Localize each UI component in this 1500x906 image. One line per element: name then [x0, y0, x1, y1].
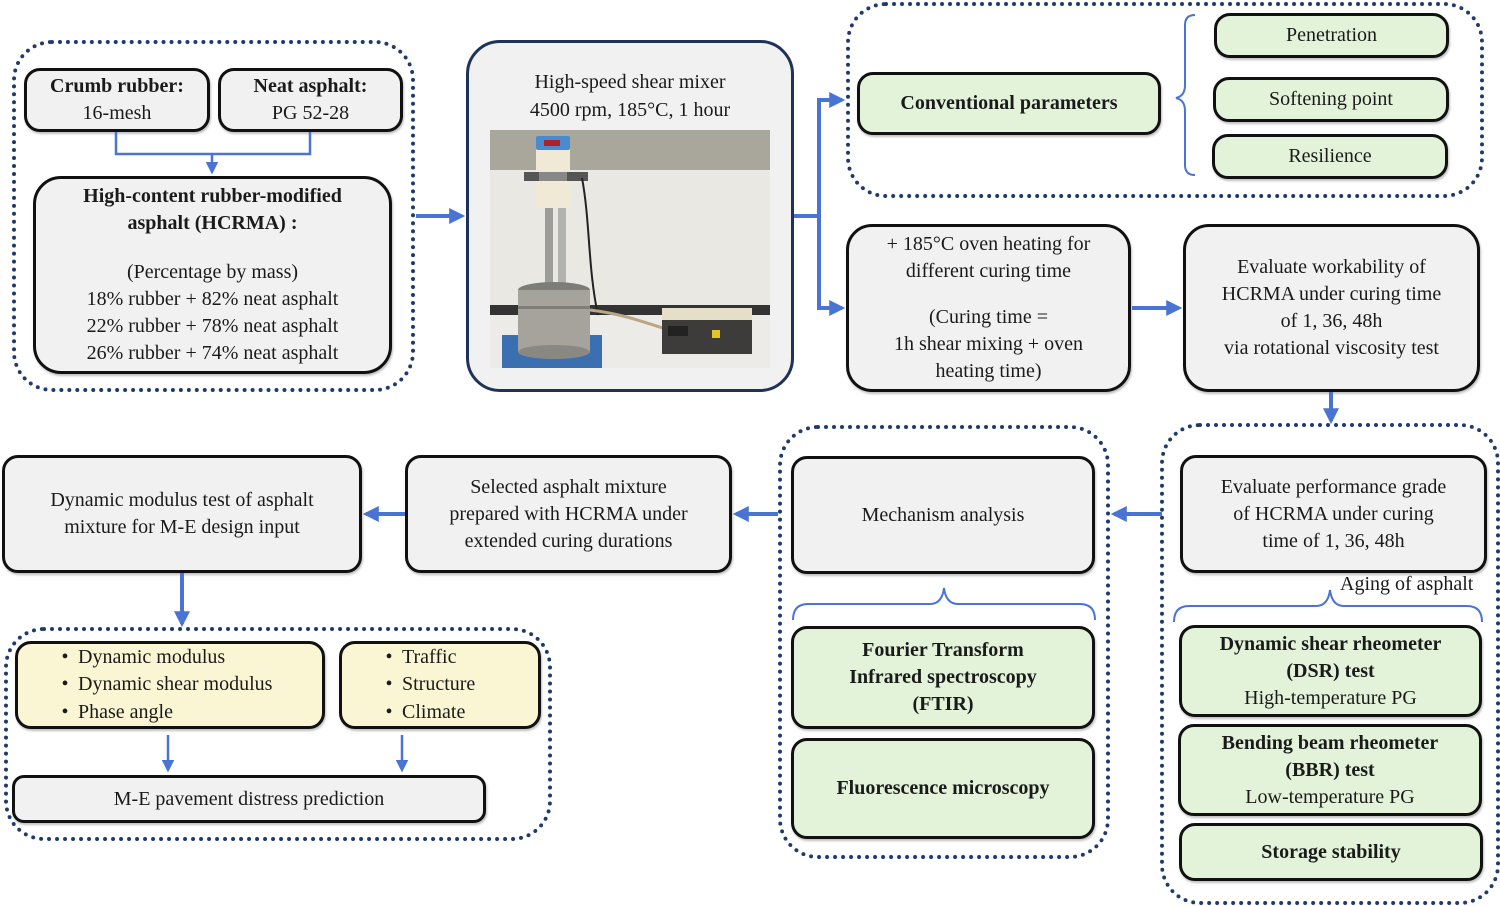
mixture-line1: Selected asphalt mixture	[470, 475, 667, 498]
material-inputs-list: •Dynamic modulus •Dynamic shear modulus …	[52, 644, 272, 727]
mechanism-analysis-box: Mechanism analysis	[791, 456, 1095, 574]
fluorescence-box: Fluorescence microscopy	[791, 738, 1095, 839]
conventional-parameters-box: Conventional parameters	[857, 72, 1161, 135]
hcrma-title-line1: High-content rubber-modified	[83, 185, 342, 207]
workability-line1: Evaluate workability of	[1237, 256, 1426, 278]
workability-box: Evaluate workability of HCRMA under curi…	[1183, 224, 1480, 392]
dynamic-modulus-test-box: Dynamic modulus test of asphalt mixture …	[2, 455, 362, 573]
performance-line3: time of 1, 36, 48h	[1262, 529, 1405, 552]
site-inputs-box: •Traffic •Structure •Climate	[339, 641, 541, 729]
oven-line1: + 185°C oven heating for	[886, 233, 1091, 255]
shear-mixer-caption: High-speed shear mixer 4500 rpm, 185°C, …	[466, 68, 794, 124]
penetration-box: Penetration	[1214, 13, 1449, 58]
aging-of-asphalt-label: Aging of asphalt	[1340, 573, 1474, 595]
fluorescence-label: Fluorescence microscopy	[836, 777, 1050, 799]
ftir-line3: (FTIR)	[912, 693, 974, 715]
list-item: •Climate	[385, 700, 466, 723]
resilience-box: Resilience	[1212, 134, 1448, 179]
oven-line2: different curing time	[905, 260, 1072, 282]
mixture-line2: prepared with HCRMA under	[449, 502, 688, 525]
list-item: •Traffic	[385, 645, 457, 668]
workability-line4: via rotational viscosity test	[1224, 337, 1439, 359]
hcrma-subtitle: (Percentage by mass)	[126, 261, 299, 283]
materials-group	[12, 40, 415, 392]
resilience-label: Resilience	[1288, 145, 1372, 167]
selected-mixture-box: Selected asphalt mixture prepared with H…	[405, 455, 732, 573]
hcrma-box: High-content rubber-modified asphalt (HC…	[33, 176, 392, 374]
mixture-line3: extended curing durations	[464, 529, 673, 552]
hcrma-mix-3: 26% rubber + 74% neat asphalt	[86, 342, 339, 364]
performance-line2: of HCRMA under curing	[1233, 502, 1434, 525]
mechanism-brace-icon	[792, 587, 1096, 621]
dynamic-modulus-line2: mixture for M-E design input	[64, 516, 300, 538]
crumb-rubber-box: Crumb rubber: 16-mesh	[24, 68, 210, 132]
oven-heating-box: + 185°C oven heating for different curin…	[846, 224, 1131, 392]
neat-asphalt-title: Neat asphalt:	[253, 75, 368, 97]
me-distress-prediction-label: M-E pavement distress prediction	[113, 787, 385, 810]
bbr-title-line2: (BBR) test	[1285, 758, 1375, 781]
list-item: •Structure	[385, 673, 476, 696]
shear-mixer-line2: 4500 rpm, 185°C, 1 hour	[529, 99, 731, 121]
site-inputs-list: •Traffic •Structure •Climate	[376, 644, 475, 727]
list-item: •Dynamic shear modulus	[61, 673, 273, 696]
me-distress-prediction-box: M-E pavement distress prediction	[12, 775, 486, 823]
performance-group	[1160, 423, 1500, 905]
mechanism-analysis-label: Mechanism analysis	[861, 503, 1025, 526]
bbr-test-box: Bending beam rheometer (BBR) test Low-te…	[1178, 724, 1482, 816]
shear-mixer-illustration	[490, 130, 770, 368]
bbr-subtitle: Low-temperature PG	[1245, 785, 1415, 808]
list-item: •Dynamic modulus	[61, 645, 226, 668]
ftir-line2: Infrared spectroscopy	[849, 666, 1037, 688]
storage-stability-box: Storage stability	[1179, 823, 1483, 881]
shear-mixer-line1: High-speed shear mixer	[534, 71, 726, 93]
material-inputs-box: •Dynamic modulus •Dynamic shear modulus …	[15, 641, 325, 729]
bbr-title-line1: Bending beam rheometer	[1221, 731, 1439, 754]
hcrma-mix-1: 18% rubber + 82% neat asphalt	[86, 288, 339, 310]
penetration-label: Penetration	[1285, 24, 1378, 46]
me-design-group	[4, 627, 552, 841]
performance-grade-box: Evaluate performance grade of HCRMA unde…	[1180, 455, 1487, 573]
storage-stability-label: Storage stability	[1261, 840, 1401, 863]
oven-line3: (Curing time =	[928, 306, 1049, 328]
neat-asphalt-value: PG 52-28	[271, 102, 350, 124]
hcrma-title-line2: asphalt (HCRMA) :	[127, 212, 298, 234]
mixer-split-connector	[794, 100, 821, 218]
dsr-test-box: Dynamic shear rheometer (DSR) test High-…	[1179, 625, 1482, 717]
conventional-group	[846, 2, 1484, 198]
dsr-title-line1: Dynamic shear rheometer	[1219, 632, 1442, 655]
workability-line3: of 1, 36, 48h	[1280, 310, 1383, 332]
crumb-rubber-value: 16-mesh	[82, 102, 152, 124]
mechanism-group	[778, 425, 1110, 859]
softening-point-box: Softening point	[1213, 77, 1449, 122]
hcrma-mix-2: 22% rubber + 78% neat asphalt	[86, 315, 339, 337]
ftir-box: Fourier Transform Infrared spectroscopy …	[791, 626, 1095, 729]
dynamic-modulus-line1: Dynamic modulus test of asphalt	[50, 489, 314, 511]
neat-asphalt-box: Neat asphalt: PG 52-28	[218, 68, 403, 132]
shear-mixer-photo	[490, 130, 770, 368]
performance-line1: Evaluate performance grade	[1220, 475, 1447, 498]
performance-brace-icon	[1173, 589, 1483, 623]
list-item: •Phase angle	[61, 700, 173, 723]
softening-point-label: Softening point	[1269, 88, 1393, 110]
oven-line4: 1h shear mixing + oven	[893, 333, 1084, 355]
conventional-parameters-label: Conventional parameters	[900, 92, 1118, 114]
workability-line2: HCRMA under curing time	[1221, 283, 1442, 305]
merge-connector	[114, 132, 312, 156]
conventional-brace-icon	[1175, 14, 1196, 176]
crumb-rubber-title: Crumb rubber:	[50, 75, 184, 97]
oven-line5: heating time)	[935, 360, 1042, 382]
ftir-line1: Fourier Transform	[862, 639, 1024, 661]
dsr-subtitle: High-temperature PG	[1244, 686, 1417, 709]
dsr-title-line2: (DSR) test	[1286, 659, 1375, 682]
